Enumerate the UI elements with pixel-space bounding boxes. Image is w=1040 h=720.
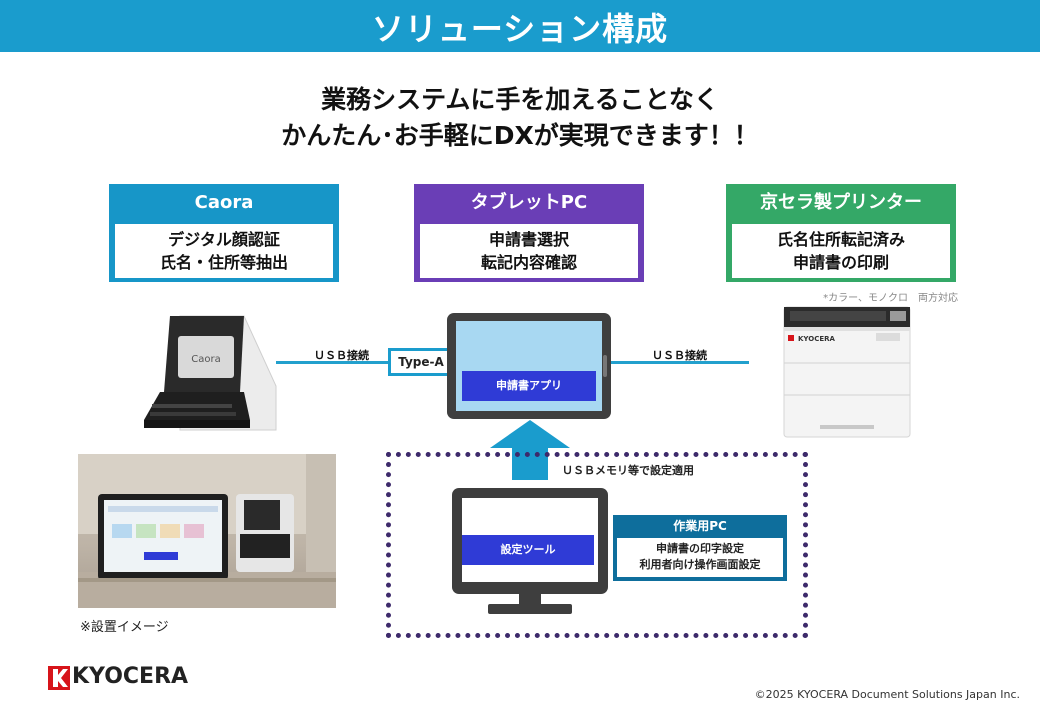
work-pc-dotted-group bbox=[386, 452, 808, 638]
tablet-device: 申請書アプリ bbox=[447, 313, 611, 419]
printer-brand-mark: KYOCERA bbox=[798, 335, 836, 343]
pc-monitor-base bbox=[488, 604, 572, 614]
caora-screen-logo: Caora bbox=[191, 354, 220, 365]
type-a-connector: Type-A bbox=[388, 348, 454, 376]
pc-monitor-neck bbox=[519, 594, 541, 606]
caora-device-image: Caora bbox=[140, 312, 278, 434]
tablet-panel-title: タブレットPC bbox=[470, 192, 588, 213]
kyocera-printer-image: KYOCERA bbox=[780, 305, 914, 441]
printer-panel-body: 氏名住所転記済み 申請書の印刷 bbox=[732, 224, 950, 278]
page-title: ソリューション構成 bbox=[371, 10, 669, 48]
printer-feature-2: 申請書の印刷 bbox=[792, 253, 889, 272]
usb-memory-label: ＵＳＢメモリ等で設定適用 bbox=[562, 464, 694, 477]
tablet-panel: タブレットPC 申請書選択 転記内容確認 bbox=[414, 184, 644, 282]
caora-panel-title: Caora bbox=[194, 192, 254, 213]
tablet-feature-2: 転記内容確認 bbox=[480, 253, 577, 272]
printer-panel: 京セラ製プリンター 氏名住所転記済み 申請書の印刷 bbox=[726, 184, 956, 282]
work-pc-body: 申請書の印字設定 利用者向け操作画面設定 bbox=[617, 538, 783, 577]
work-pc-feature-1: 申請書の印字設定 bbox=[656, 542, 744, 555]
headline-line-1: 業務システムに手を加えることなく bbox=[321, 85, 719, 114]
caora-feature-2: 氏名・住所等抽出 bbox=[159, 253, 288, 272]
headline-line-2: かんたん･お手軽にDXが実現できます！！ bbox=[281, 121, 759, 150]
tablet-feature-1: 申請書選択 bbox=[488, 230, 569, 249]
header-bar bbox=[0, 0, 1040, 52]
caora-panel-body: デジタル顔認証 氏名・住所等抽出 bbox=[115, 224, 333, 278]
printer-feature-1: 氏名住所転記済み bbox=[776, 230, 905, 249]
settings-tool-button[interactable]: 設定ツール bbox=[462, 535, 594, 565]
tablet-panel-body: 申請書選択 転記内容確認 bbox=[420, 224, 638, 278]
kyocera-logo-icon bbox=[48, 666, 70, 690]
caora-feature-1: デジタル顔認証 bbox=[168, 230, 280, 249]
printer-color-note: *カラー、モノクロ 両方対応 bbox=[823, 293, 958, 304]
application-app-button[interactable]: 申請書アプリ bbox=[462, 371, 596, 401]
up-arrow-icon bbox=[490, 420, 570, 484]
installation-photo bbox=[78, 454, 336, 608]
work-pc-title: 作業用PC bbox=[673, 519, 727, 533]
copyright-notice: ©2025 KYOCERA Document Solutions Japan I… bbox=[754, 688, 1020, 701]
kyocera-logo bbox=[48, 666, 178, 692]
kyocera-logo-text: KYOCERA bbox=[72, 664, 189, 689]
tablet-printer-line bbox=[611, 361, 749, 364]
caora-usb-line bbox=[276, 361, 388, 364]
work-pc-feature-2: 利用者向け操作画面設定 bbox=[639, 558, 761, 571]
work-pc-box: 作業用PC 申請書の印字設定 利用者向け操作画面設定 bbox=[613, 515, 787, 581]
usb-connection-label-right: ＵＳＢ接続 bbox=[652, 349, 707, 362]
photo-caption: ※設置イメージ bbox=[80, 620, 169, 635]
usb-connection-label-left: ＵＳＢ接続 bbox=[314, 349, 369, 362]
tablet-side-button bbox=[603, 355, 607, 377]
caora-panel: Caora デジタル顔認証 氏名・住所等抽出 bbox=[109, 184, 339, 282]
printer-panel-title: 京セラ製プリンター bbox=[760, 192, 922, 213]
